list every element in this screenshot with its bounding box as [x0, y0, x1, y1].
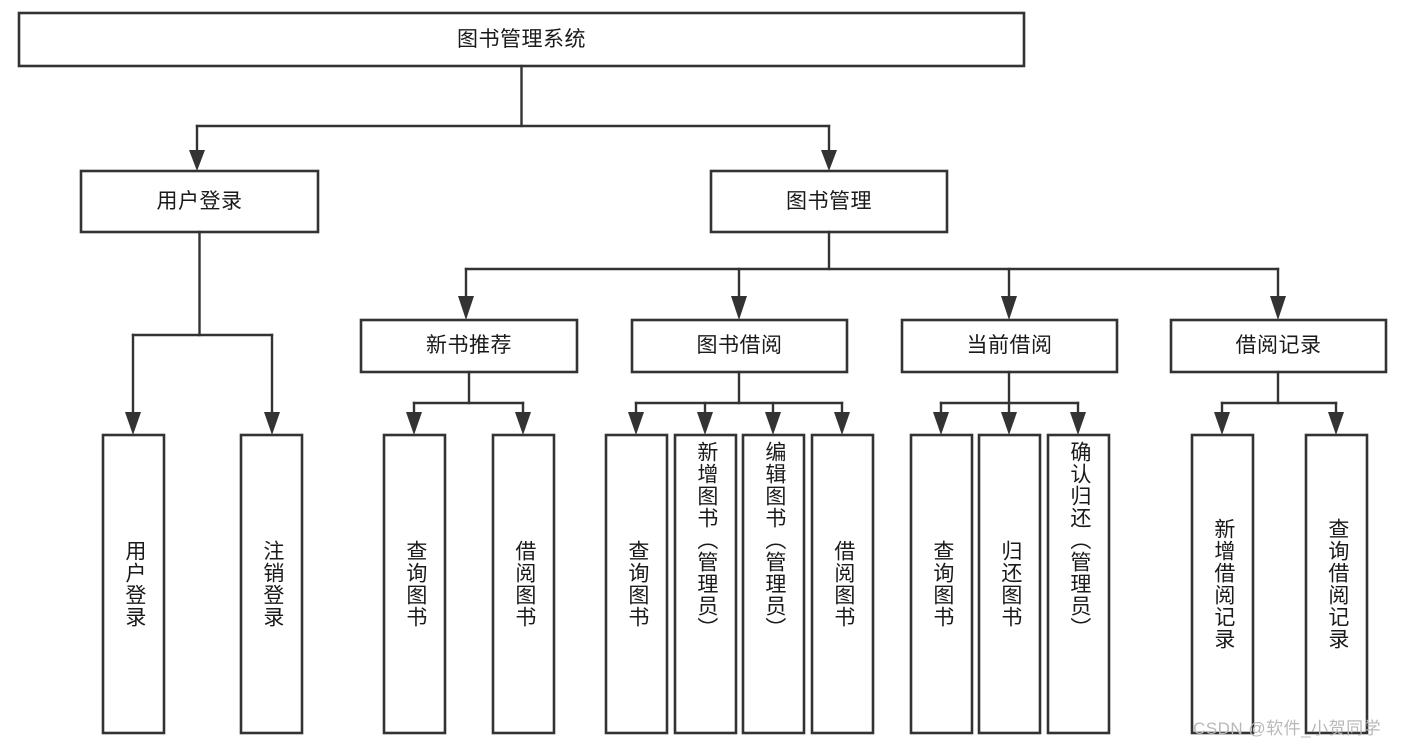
node-box-cb-query[interactable] — [909, 433, 974, 735]
node-box-nb-query[interactable] — [382, 433, 447, 735]
arrow-head-current-borrow — [1001, 296, 1017, 320]
node-box-user-login-do[interactable] — [101, 433, 166, 735]
arrow-head-bb-add — [697, 412, 713, 435]
arrow-head-bb-query — [628, 412, 644, 435]
arrow-head-nb-query — [406, 412, 422, 435]
node-box-root[interactable] — [17, 11, 1026, 68]
node-box-book-borrow[interactable] — [630, 318, 849, 374]
node-box-bb-query[interactable] — [604, 433, 669, 735]
node-box-bb-borrow[interactable] — [810, 433, 875, 735]
node-box-bb-edit[interactable] — [741, 433, 806, 735]
node-box-cb-return[interactable] — [977, 433, 1042, 735]
arrow-head-br-add — [1214, 412, 1230, 435]
csdn-watermark: CSDN @软件_小贺同学 — [1193, 719, 1382, 738]
arrow-head-user-login-do — [125, 412, 141, 435]
node-box-book-management[interactable] — [709, 169, 949, 234]
arrow-head-cb-query — [933, 412, 949, 435]
arrow-head-cb-confirm — [1070, 412, 1086, 435]
node-box-user-login[interactable] — [79, 169, 320, 234]
arrow-head-book-management — [821, 150, 837, 171]
node-box-nb-borrow[interactable] — [491, 433, 556, 735]
node-box-bb-add[interactable] — [673, 433, 738, 735]
arrow-head-new-book-recommend — [458, 296, 474, 320]
node-box-borrow-record[interactable] — [1169, 318, 1388, 374]
arrow-head-cb-return — [1001, 412, 1017, 435]
node-box-br-add[interactable] — [1190, 433, 1255, 735]
arrow-head-user-logout — [264, 412, 280, 435]
arrow-head-bb-borrow — [834, 412, 850, 435]
arrow-head-bb-edit — [765, 412, 781, 435]
arrow-head-br-query — [1328, 412, 1344, 435]
node-box-cb-confirm[interactable] — [1046, 433, 1111, 735]
arrow-head-nb-borrow — [515, 412, 531, 435]
node-box-new-book-recommend[interactable] — [359, 318, 579, 374]
node-box-user-logout[interactable] — [239, 433, 304, 735]
arrow-head-user-login — [189, 150, 205, 171]
arrow-head-borrow-record — [1270, 296, 1286, 320]
node-box-br-query[interactable] — [1304, 433, 1369, 735]
node-box-current-borrow[interactable] — [900, 318, 1119, 374]
arrow-head-book-borrow — [731, 296, 747, 320]
